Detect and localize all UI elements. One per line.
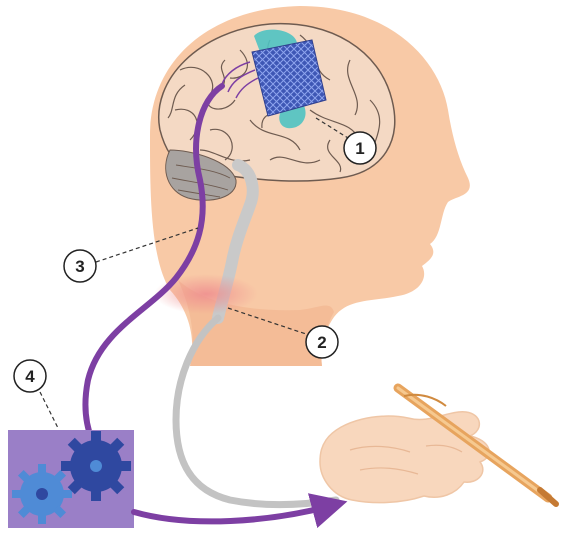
callout-3-label: 3 bbox=[75, 257, 84, 276]
callout-4-leader bbox=[40, 392, 58, 428]
callout-1-label: 1 bbox=[355, 139, 364, 158]
callout-4-label: 4 bbox=[25, 367, 35, 386]
neck-highlight bbox=[154, 274, 258, 314]
callout-2-label: 2 bbox=[317, 333, 326, 352]
callout-4: 4 bbox=[14, 360, 46, 392]
output-arrow bbox=[134, 506, 330, 521]
callout-2: 2 bbox=[306, 326, 338, 358]
callout-3: 3 bbox=[64, 250, 96, 282]
callout-1: 1 bbox=[344, 132, 376, 164]
computer-box bbox=[8, 430, 134, 528]
gear-icon bbox=[61, 431, 131, 501]
gear-icon bbox=[12, 464, 72, 524]
hand-icon bbox=[320, 412, 489, 503]
